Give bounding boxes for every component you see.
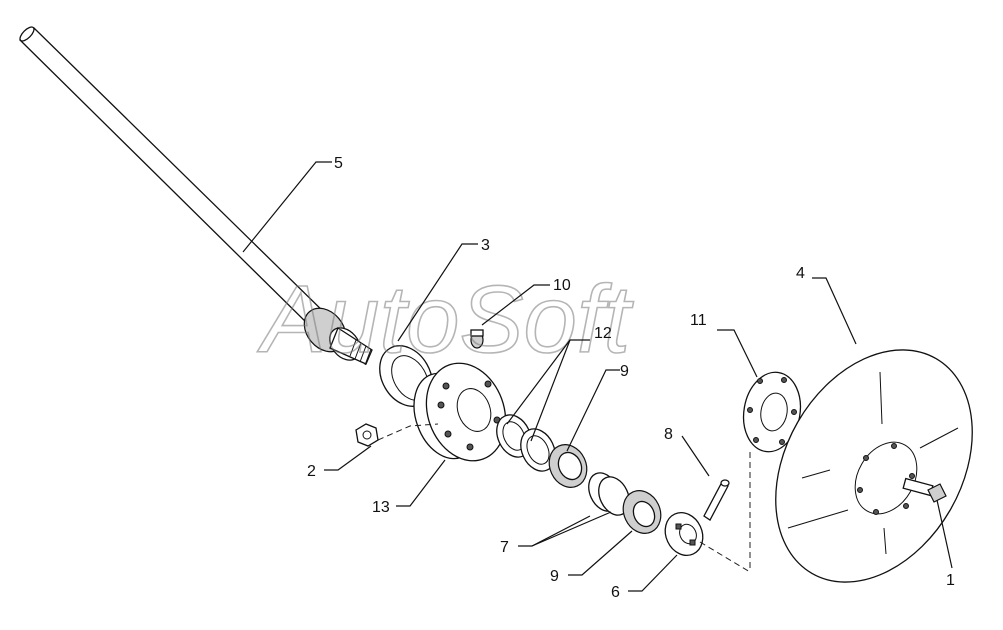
callout-4: 4 <box>796 265 805 282</box>
thread-marks <box>349 339 372 366</box>
castle-nut-part-6 <box>664 512 704 556</box>
bearing-part-9-lower <box>622 490 662 534</box>
split-rings-part-7 <box>588 472 630 516</box>
callout-12: 12 <box>594 325 612 342</box>
callout-8: 8 <box>664 426 673 443</box>
disc-part-4 <box>775 349 973 583</box>
callout-9-upper: 9 <box>620 363 629 380</box>
callout-9-lower: 9 <box>550 568 559 585</box>
callout-5: 5 <box>334 155 343 172</box>
callout-7: 7 <box>500 539 509 556</box>
grease-fitting-part-10 <box>470 329 484 349</box>
hub-part-13 <box>413 362 507 462</box>
callout-10: 10 <box>553 277 571 294</box>
nut-part-2 <box>355 423 379 447</box>
callout-11: 11 <box>690 312 707 329</box>
callout-labels: 5 3 10 12 9 2 13 7 9 6 8 11 4 1 <box>307 155 955 601</box>
seal-rings-part-12 <box>496 414 556 472</box>
callout-6: 6 <box>611 584 620 601</box>
bolt-part-1 <box>902 477 947 503</box>
callout-2: 2 <box>307 463 316 480</box>
leader-lines <box>242 161 953 592</box>
bearing-part-9-upper <box>548 444 588 488</box>
callout-13: 13 <box>372 499 390 516</box>
callout-1: 1 <box>946 572 955 589</box>
watermark-text: AutoSoft <box>257 266 634 373</box>
cotter-pin-part-8 <box>703 479 730 521</box>
callout-3: 3 <box>481 237 490 254</box>
axle-shaft-part-5 <box>19 26 373 366</box>
gasket-part-11 <box>742 371 802 453</box>
